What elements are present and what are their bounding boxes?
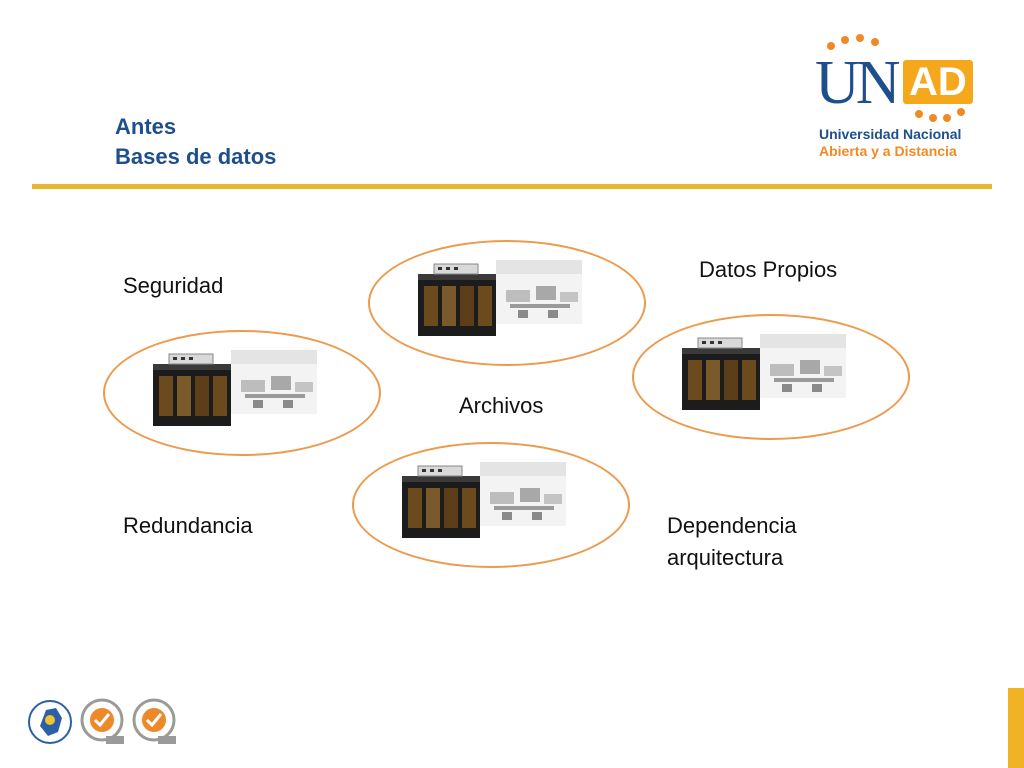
logo-dot — [929, 114, 937, 122]
mainframe-computer-icon — [417, 260, 583, 337]
header-divider — [32, 184, 992, 189]
footer-badges — [28, 696, 188, 748]
label-dependencia-arquitectura: Dependencia arquitectura — [667, 510, 797, 574]
title-line-bases-de-datos: Bases de datos — [115, 144, 277, 169]
title-line-antes: Antes — [115, 114, 177, 139]
ellipse-node-bottom — [352, 442, 630, 568]
ellipse-node-left — [103, 330, 381, 456]
logo-dot — [856, 34, 864, 42]
ellipse-node-top — [368, 240, 646, 366]
logo-line-abierta: Abierta y a Distancia — [819, 143, 957, 159]
mainframe-computer-icon — [401, 462, 567, 539]
corner-accent-bar — [1008, 688, 1024, 768]
sgs-certification-icon — [80, 698, 124, 744]
ellipse-node-right — [632, 314, 910, 440]
unad-logo: UN AD Universidad Nacional Abierta y a D… — [815, 34, 985, 164]
label-dependencia-line1: Dependencia — [667, 513, 797, 538]
logo-line-universidad: Universidad Nacional — [819, 126, 962, 142]
label-dependencia-line2: arquitectura — [667, 545, 784, 570]
label-datos-propios: Datos Propios — [699, 257, 838, 282]
logo-dot — [943, 114, 951, 122]
label-archivos: Archivos — [459, 393, 544, 418]
sgs-certification-icon — [132, 698, 176, 744]
logo-dot — [915, 110, 923, 118]
label-seguridad: Seguridad — [123, 273, 224, 298]
logo-letters-un: UN — [815, 49, 901, 117]
slide-title: Antes Bases de datos — [115, 112, 276, 172]
logo-dot — [957, 108, 965, 116]
logo-dot — [871, 38, 879, 46]
label-redundancia: Redundancia — [123, 513, 253, 538]
mainframe-computer-icon — [681, 334, 847, 411]
mainframe-computer-icon — [152, 350, 318, 427]
logo-letters-ad: AD — [903, 60, 973, 104]
colombia-seal-icon — [28, 700, 72, 744]
logo-dot — [827, 42, 835, 50]
logo-dot — [841, 36, 849, 44]
